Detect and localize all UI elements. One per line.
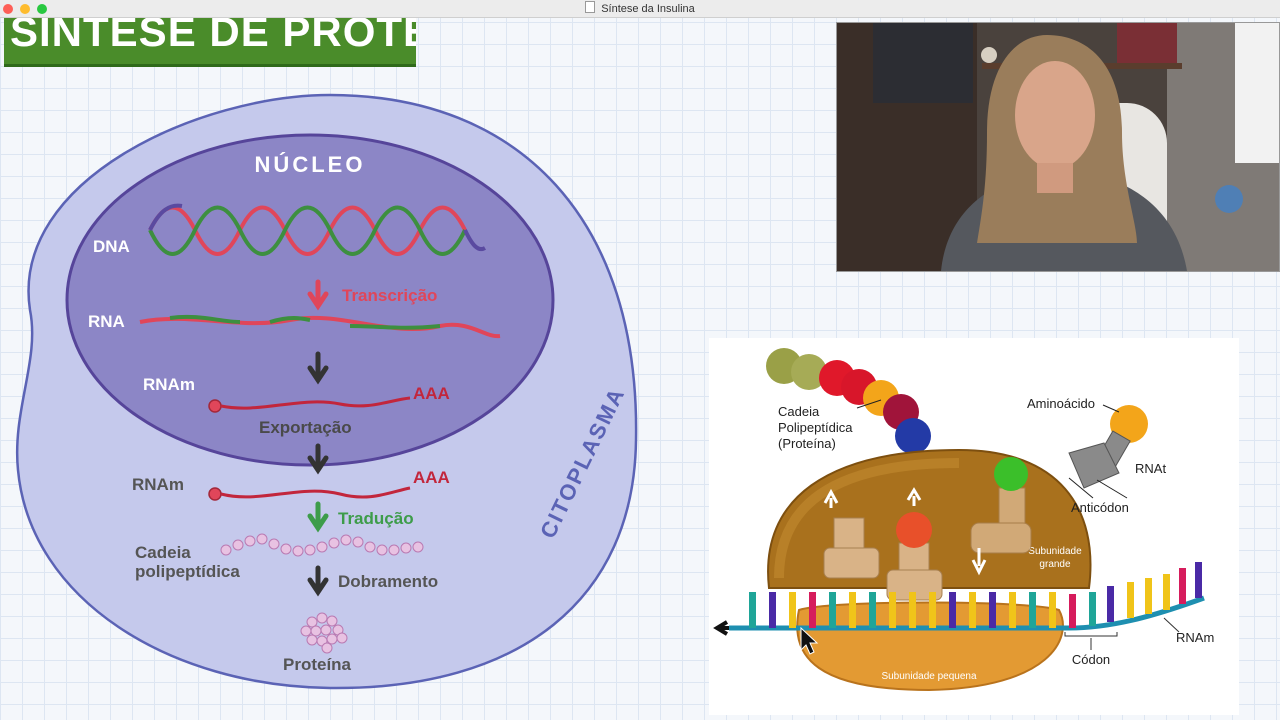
trna-label: RNAt (1135, 461, 1166, 476)
folding-arrow (307, 565, 329, 597)
incoming-amino-acid (994, 457, 1028, 491)
ribosome-svg: Cadeia Polipeptídica (Proteína) Subunida… (713, 348, 1214, 692)
rna-label: RNA (88, 312, 125, 331)
translation-label: Tradução (338, 509, 414, 528)
zoom-window-button[interactable] (37, 4, 47, 14)
large-subunit-line1: Subunidade (1028, 546, 1082, 557)
free-trna (1068, 430, 1131, 489)
rnam-outside-label: RNAm (132, 475, 184, 494)
window-title-text: Síntese da Insulina (601, 3, 695, 15)
nucleus-shape (65, 133, 555, 467)
webcam-scene (837, 23, 1279, 271)
rna-strand-red (139, 315, 501, 339)
translation-arrow (307, 501, 329, 533)
dna-label: DNA (93, 237, 130, 256)
minimize-window-button[interactable] (20, 4, 30, 14)
rnam-inside-strand (220, 396, 411, 410)
rna-strand-green (169, 314, 441, 330)
protein-label: Proteína (283, 655, 352, 674)
rnam-outside-cap (208, 487, 222, 501)
amino-acid-label: Aminoácido (1027, 396, 1095, 411)
slide-title: SÍNTESE DE PROTEÍNAS (10, 18, 416, 55)
nucleus-label: NÚCLEO (255, 152, 366, 177)
ribo-mrna-label: RNAm (1176, 630, 1214, 645)
trna-inside-left (823, 517, 880, 579)
aaa-outside-label: AAA (413, 468, 450, 487)
colorful-skull (1215, 185, 1243, 213)
transcription-arrow (307, 279, 329, 311)
chain-label-line1: Cadeia (135, 543, 191, 562)
rna-processing-arrow (307, 351, 329, 385)
ribosome-illustration: Cadeia Polipeptídica (Proteína) Subunida… (709, 338, 1239, 715)
ribo-chain-line3: (Proteína) (778, 436, 836, 451)
books (1117, 23, 1177, 63)
mrna-bases (749, 562, 1202, 628)
rnam-outside-strand (220, 486, 411, 499)
trna-incoming (970, 487, 1032, 554)
protein-cluster (300, 612, 348, 654)
cell-diagram: NÚCLEO DNA Transcrição RNA RNAm AAA Expo… (15, 93, 638, 690)
close-window-button[interactable] (3, 4, 13, 14)
webcam-video (836, 22, 1280, 272)
wall-picture (873, 23, 973, 103)
person-face (1015, 61, 1095, 169)
slide-title-banner: SÍNTESE DE PROTEÍNAS (4, 18, 416, 67)
codon-label: Códon (1072, 652, 1110, 667)
transcription-label: Transcrição (342, 286, 437, 305)
chain-label-line2: polipeptídica (135, 562, 240, 581)
anticodon-label: Anticódon (1071, 500, 1129, 515)
person-neck (1037, 163, 1073, 193)
large-subunit-line2: grande (1039, 559, 1071, 570)
polypeptide-beads (220, 533, 424, 557)
rnam-inside-label: RNAm (143, 375, 195, 394)
window-titlebar: Síntese da Insulina (0, 0, 1280, 18)
ribo-chain-line2: Polipeptídica (778, 420, 853, 435)
rnam-inside-cap (208, 399, 222, 413)
window-title: Síntese da Insulina (0, 1, 1280, 15)
folding-label: Dobramento (338, 572, 438, 591)
mouse-cursor (800, 626, 819, 655)
middle-amino-acid (896, 512, 932, 548)
aaa-inside-label: AAA (413, 384, 450, 403)
shelf-skull (981, 47, 997, 63)
export-arrow (307, 443, 329, 475)
trna-inside-middle (886, 542, 943, 601)
export-label: Exportação (259, 418, 352, 437)
document-icon (585, 1, 596, 13)
dna-helix (148, 203, 486, 256)
small-subunit-label: Subunidade pequena (881, 671, 977, 682)
ribo-chain-line1: Cadeia (778, 404, 820, 419)
free-amino-acid (1110, 405, 1148, 443)
